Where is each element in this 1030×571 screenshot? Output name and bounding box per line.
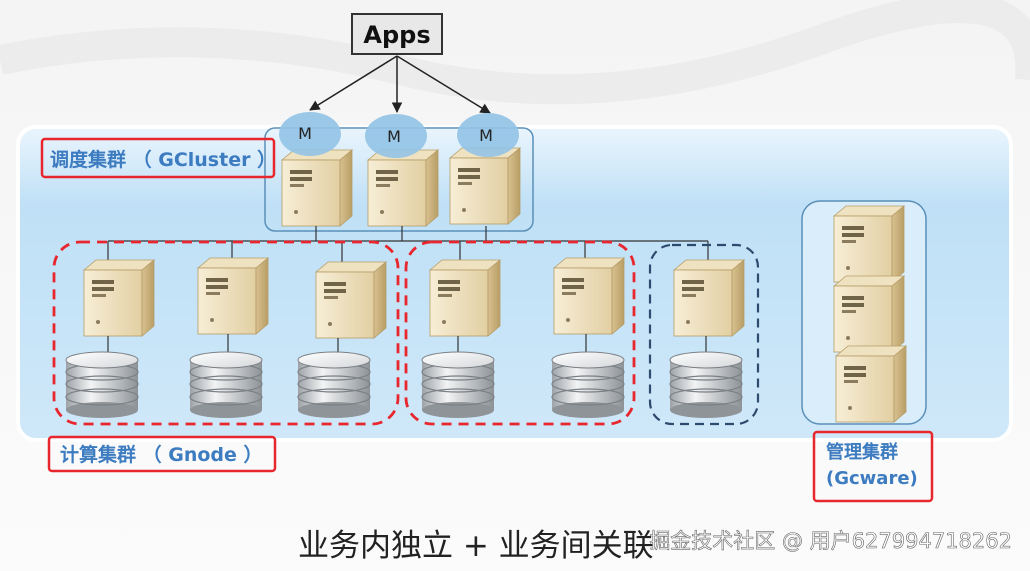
gnode-server [430,260,500,336]
apps-box: Apps [352,14,442,54]
gnode-disk [298,352,370,418]
gcluster-server [368,150,438,226]
gcware-label-line2: (Gcware) [826,468,918,489]
master-node: M [365,114,427,158]
gnode-disk [190,352,262,418]
watermark: 掘金技术社区 @ 用户627994718262 [649,529,1012,553]
gnode-disk [552,352,624,418]
gnode-server [316,262,386,338]
gcware-label-line1: 管理集群 [826,441,898,463]
svg-text:M: M [298,124,312,143]
master-node: M [457,113,519,157]
gnode-server [84,260,154,336]
gnode-disk [66,352,138,418]
svg-text:M: M [387,127,401,146]
gcware-server [834,206,904,282]
gnode-disk [422,352,494,418]
gnode-label: 计算集群 （ Gnode ） [60,443,263,466]
gcluster-label: 调度集群 （ GCluster ） [50,148,276,171]
gnode-server [198,258,268,334]
gnode-disk [670,352,742,418]
gcware-server [834,276,904,352]
gcware-server [836,346,906,422]
svg-text:M: M [479,126,493,145]
master-node: M [279,112,341,156]
gcluster-server [282,150,352,226]
gnode-server [554,258,624,334]
gnode-server [674,260,744,336]
gcluster-server [450,148,520,224]
caption: 业务内独立 + 业务间关联 [298,528,654,564]
apps-label: Apps [363,21,430,49]
